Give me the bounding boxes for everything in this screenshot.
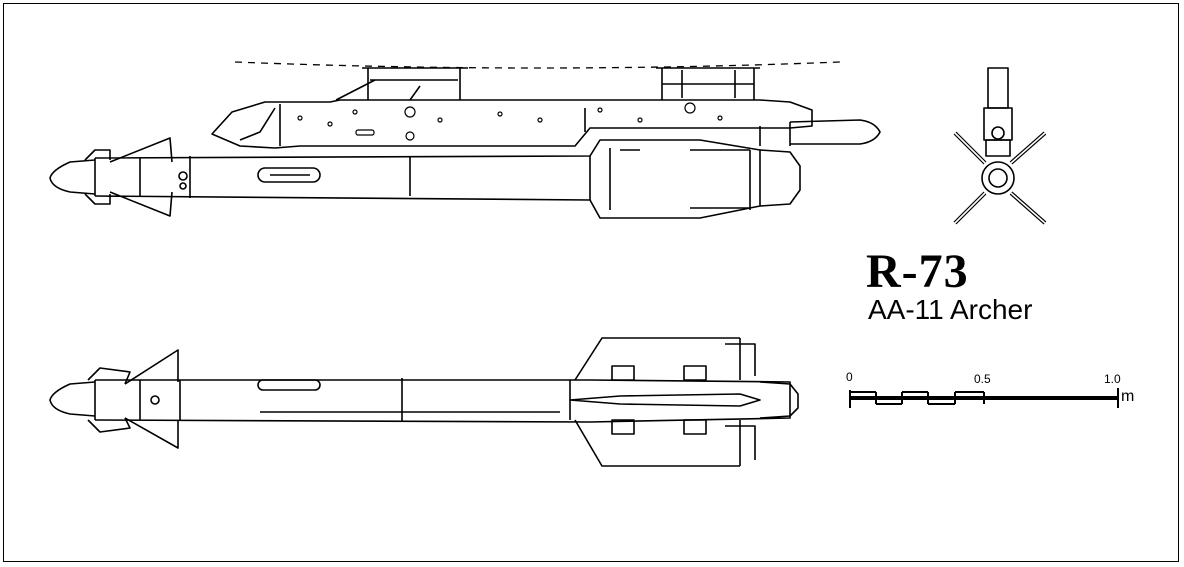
- missile-top-view: [49, 337, 799, 467]
- scale-unit: m: [1121, 388, 1135, 405]
- scale-tick-0: 0: [846, 370, 853, 384]
- scale-bar: [849, 388, 1119, 408]
- wing-outline-dashed: [234, 61, 841, 69]
- scale-tick-one: 1.0: [1104, 372, 1121, 386]
- drawing-frame: [3, 3, 1179, 562]
- missile-front-view: [953, 67, 1047, 225]
- missile-side-view: [49, 137, 801, 219]
- missile-designation: R-73: [866, 245, 969, 298]
- launcher-side-view: [211, 61, 881, 149]
- nato-reporting-name: AA-11 Archer: [868, 294, 1033, 325]
- scale-tick-half: 0.5: [974, 372, 991, 386]
